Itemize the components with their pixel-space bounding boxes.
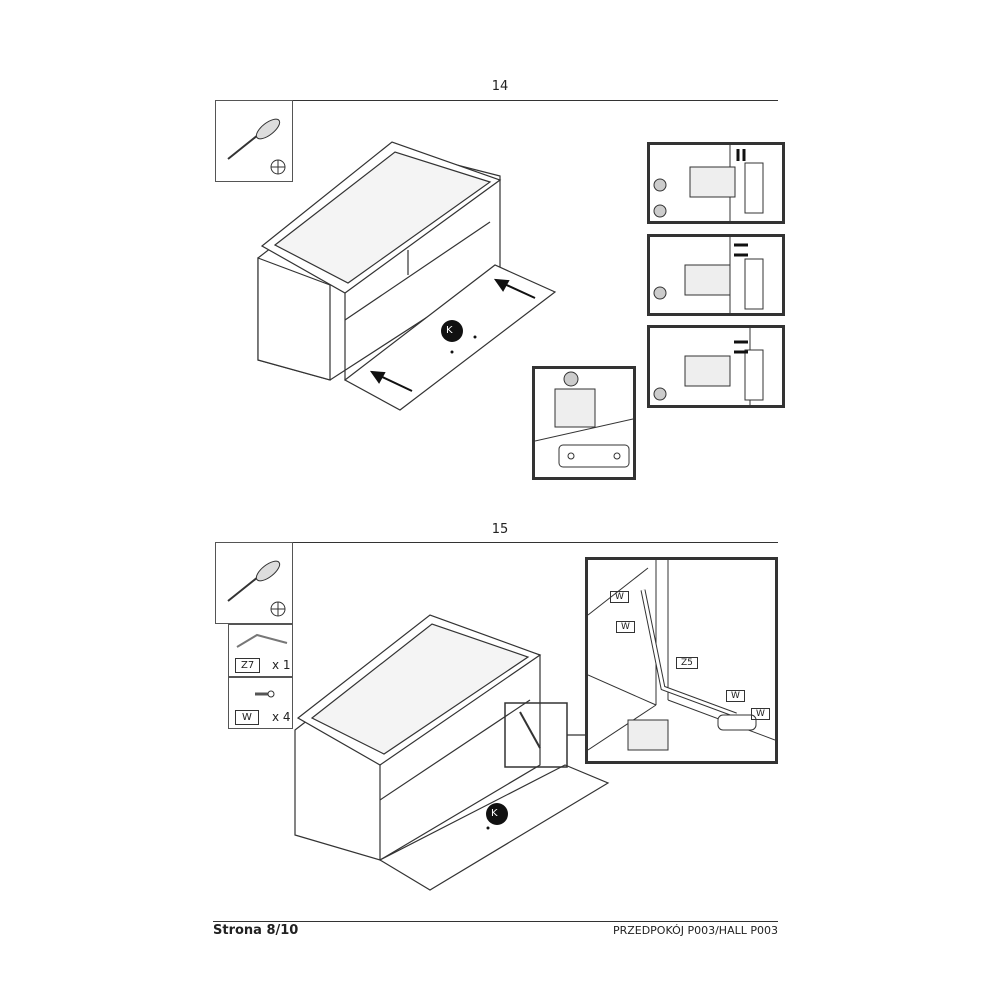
tool-box-screwdriver bbox=[215, 542, 293, 624]
step-15-divider bbox=[230, 542, 778, 543]
detail-label-w: W bbox=[616, 621, 635, 633]
fitting-k-label: K bbox=[491, 808, 498, 819]
detail-label-w: W bbox=[751, 708, 770, 720]
part-z7-label: Z7 bbox=[235, 658, 261, 673]
hinge-adjust-side-inset bbox=[647, 325, 785, 408]
hinge-adjust-depth-inset bbox=[647, 234, 785, 316]
part-z7-box: Z7 x 1 bbox=[228, 624, 293, 677]
hinge-mount-inset bbox=[532, 366, 636, 480]
stay-bar-icon bbox=[236, 633, 288, 648]
page-number: Strona 8/10 bbox=[213, 923, 299, 938]
part-w-qty: x 4 bbox=[272, 710, 291, 724]
detail-label-w: W bbox=[726, 690, 745, 702]
part-z7-qty: x 1 bbox=[272, 658, 291, 672]
step-14-number: 14 bbox=[491, 79, 509, 94]
hinge-adjust-vertical-inset bbox=[647, 142, 785, 224]
part-w-label: W bbox=[235, 710, 259, 725]
screw-icon bbox=[255, 690, 275, 698]
step-15-number: 15 bbox=[491, 522, 509, 537]
product-name: PRZEDPOKÓJ P003/HALL P003 bbox=[612, 924, 778, 937]
detail-label-w: W bbox=[610, 591, 629, 603]
step-14-divider bbox=[230, 100, 778, 101]
screwdriver-icon bbox=[227, 118, 286, 175]
tool-box-screwdriver bbox=[215, 100, 293, 182]
stay-mount-detail-inset: W W Z5 W W bbox=[585, 557, 778, 764]
detail-label-z5: Z5 bbox=[676, 657, 698, 669]
part-w-box: W x 4 bbox=[228, 677, 293, 729]
footer-divider bbox=[213, 921, 778, 922]
screwdriver-icon bbox=[227, 560, 286, 617]
fitting-k-label: K bbox=[446, 325, 453, 336]
